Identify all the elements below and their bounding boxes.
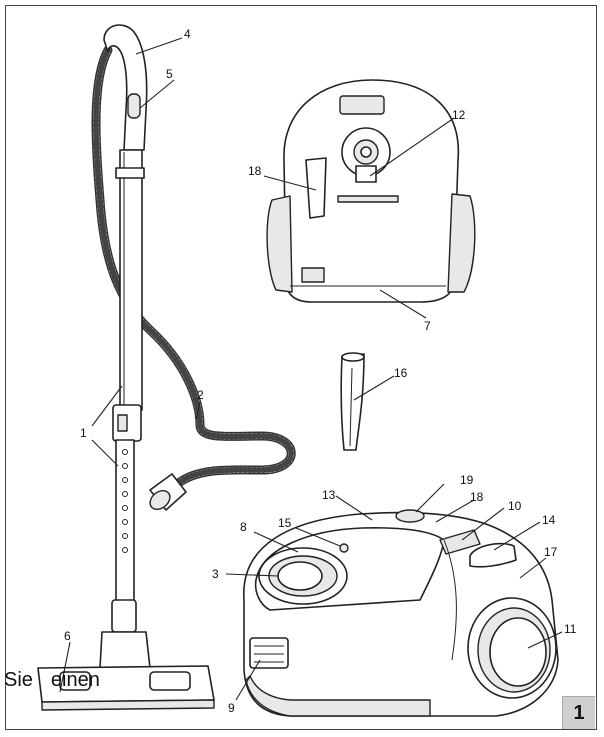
hose-and-tube-assembly xyxy=(91,24,296,633)
handle-grip xyxy=(103,24,148,151)
callout-2: 2 xyxy=(197,388,204,402)
callout-15: 15 xyxy=(278,516,292,530)
callout-4: 4 xyxy=(184,27,191,41)
crevice-nozzle xyxy=(340,352,365,451)
callout-13: 13 xyxy=(322,488,336,502)
overlay-text: Sie einen xyxy=(4,669,100,692)
overlay-word-2: einen xyxy=(50,669,100,691)
figure-number-badge: 1 xyxy=(562,696,595,729)
leader-lines xyxy=(59,37,563,701)
callout-9: 9 xyxy=(228,701,235,715)
callout-12: 12 xyxy=(452,108,466,122)
air-regulator xyxy=(127,93,141,119)
callout-5: 5 xyxy=(166,67,173,81)
callout-3: 3 xyxy=(212,567,219,581)
lower-tube xyxy=(115,439,135,621)
hose-coupling xyxy=(149,473,187,511)
overlay-word-1: Sie xyxy=(4,669,33,691)
callout-18-top: 18 xyxy=(470,490,484,504)
callout-14: 14 xyxy=(542,513,556,527)
callout-labels: 4 5 1 2 6 12 18 7 16 19 13 18 10 15 8 14… xyxy=(64,27,577,715)
upper-tube xyxy=(119,149,143,411)
callout-7: 7 xyxy=(424,319,431,333)
vacuum-body xyxy=(243,509,559,717)
callout-16: 16 xyxy=(394,366,408,380)
callout-8: 8 xyxy=(240,520,247,534)
floor-nozzle xyxy=(37,631,215,711)
tube-adjust-holes xyxy=(122,449,128,553)
rear-view xyxy=(266,79,476,303)
callout-6: 6 xyxy=(64,629,71,643)
callout-19: 19 xyxy=(460,473,474,487)
callout-10: 10 xyxy=(508,499,522,513)
callout-17: 17 xyxy=(544,545,558,559)
callout-11: 11 xyxy=(564,622,577,636)
callout-18-rear: 18 xyxy=(248,164,262,178)
callout-1: 1 xyxy=(80,426,87,440)
